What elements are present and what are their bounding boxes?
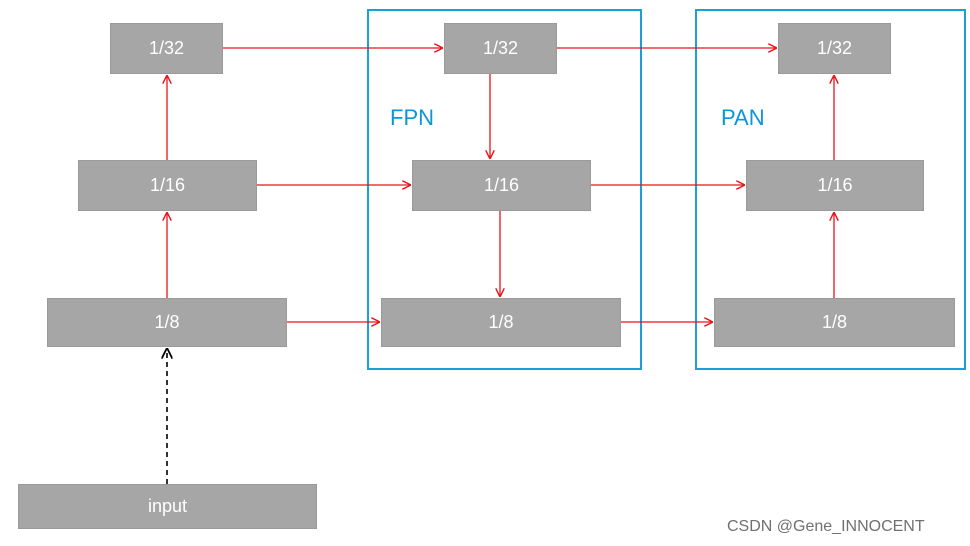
input-node: input bbox=[18, 484, 317, 529]
pan-group-box bbox=[695, 9, 966, 370]
watermark: CSDN @Gene_INNOCENT bbox=[727, 518, 925, 535]
fpn-node-1-8: 1/8 bbox=[381, 298, 621, 347]
pan-node-1-32: 1/32 bbox=[778, 23, 891, 74]
fpn-node-1-16: 1/16 bbox=[412, 160, 591, 211]
fpn-group-box bbox=[367, 9, 642, 370]
pan-node-1-8: 1/8 bbox=[714, 298, 955, 347]
pan-node-1-16: 1/16 bbox=[746, 160, 924, 211]
backbone-node-1-8: 1/8 bbox=[47, 298, 287, 347]
backbone-node-1-16: 1/16 bbox=[78, 160, 257, 211]
pan-label: PAN bbox=[721, 105, 765, 130]
fpn-node-1-32: 1/32 bbox=[444, 23, 557, 74]
backbone-node-1-32: 1/32 bbox=[110, 23, 223, 74]
fpn-label: FPN bbox=[390, 105, 434, 130]
